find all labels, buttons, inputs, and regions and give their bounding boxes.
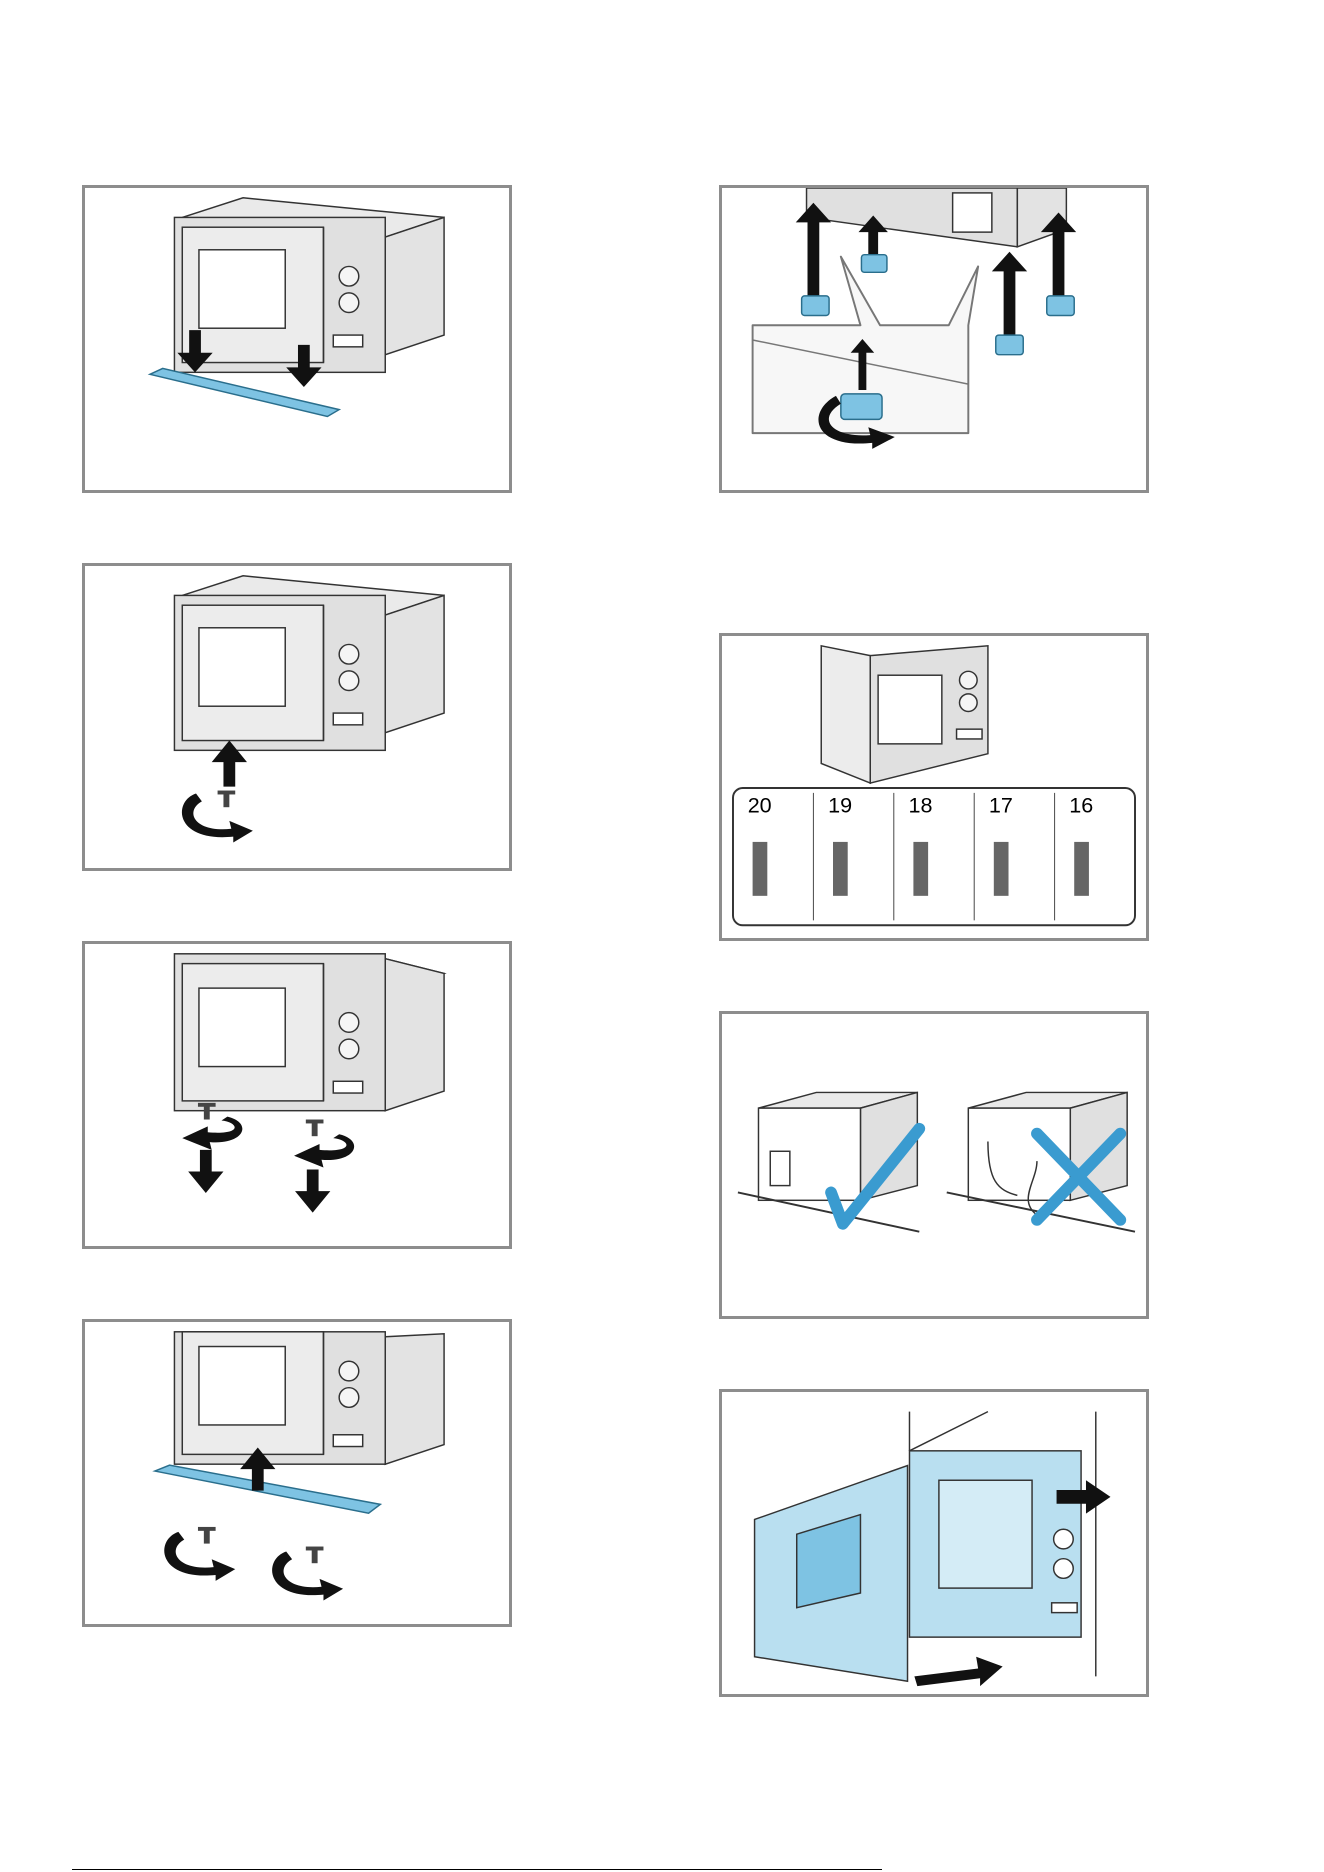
spacer-size-label: 16 — [1069, 792, 1093, 817]
microwave-icon — [909, 1451, 1081, 1637]
microwave-icon — [174, 576, 444, 751]
rotate-arrow-icon — [164, 1532, 343, 1601]
right-arrow-icon — [914, 1657, 1002, 1686]
spacer-size-label: 17 — [989, 792, 1013, 817]
panel-screw-bottom — [82, 563, 512, 871]
illustration-attach-trim — [85, 1322, 509, 1624]
spacer-size-label: 18 — [909, 792, 933, 817]
open-door-icon — [755, 1466, 908, 1682]
microwave-icon — [758, 1092, 917, 1200]
panel-cable-routing — [719, 1011, 1149, 1319]
panel-attach-feet — [719, 185, 1149, 493]
spacer-size-label: 19 — [828, 792, 852, 817]
microwave-icon — [174, 1332, 444, 1464]
illustration-attach-feet — [722, 188, 1146, 490]
spacer-size-label: 20 — [748, 792, 772, 817]
illustration-insert-appliance — [722, 1392, 1146, 1694]
panel-attach-trim — [82, 1319, 512, 1627]
illustration-unscrew-feet — [85, 944, 509, 1246]
panel-insert-appliance — [719, 1389, 1149, 1697]
microwave-icon — [821, 646, 988, 783]
microwave-icon — [174, 954, 444, 1111]
trim-strip — [155, 1465, 381, 1513]
screw-icon — [198, 1527, 324, 1563]
screw-icon — [218, 791, 236, 808]
illustration-remove-trim — [85, 188, 509, 490]
panel-remove-bottom-trim — [82, 185, 512, 493]
illustration-screw-bottom — [85, 566, 509, 868]
microwave-icon — [807, 188, 1067, 247]
footer-rule — [72, 1869, 882, 1870]
rotate-arrow-icon — [182, 793, 253, 842]
panel-unscrew-feet — [82, 941, 512, 1249]
illustration-cable-routing — [722, 1014, 1146, 1316]
panel-side-spacers: 20 19 18 17 16 — [719, 633, 1149, 941]
illustration-side-spacers: 20 19 18 17 16 — [722, 636, 1146, 938]
